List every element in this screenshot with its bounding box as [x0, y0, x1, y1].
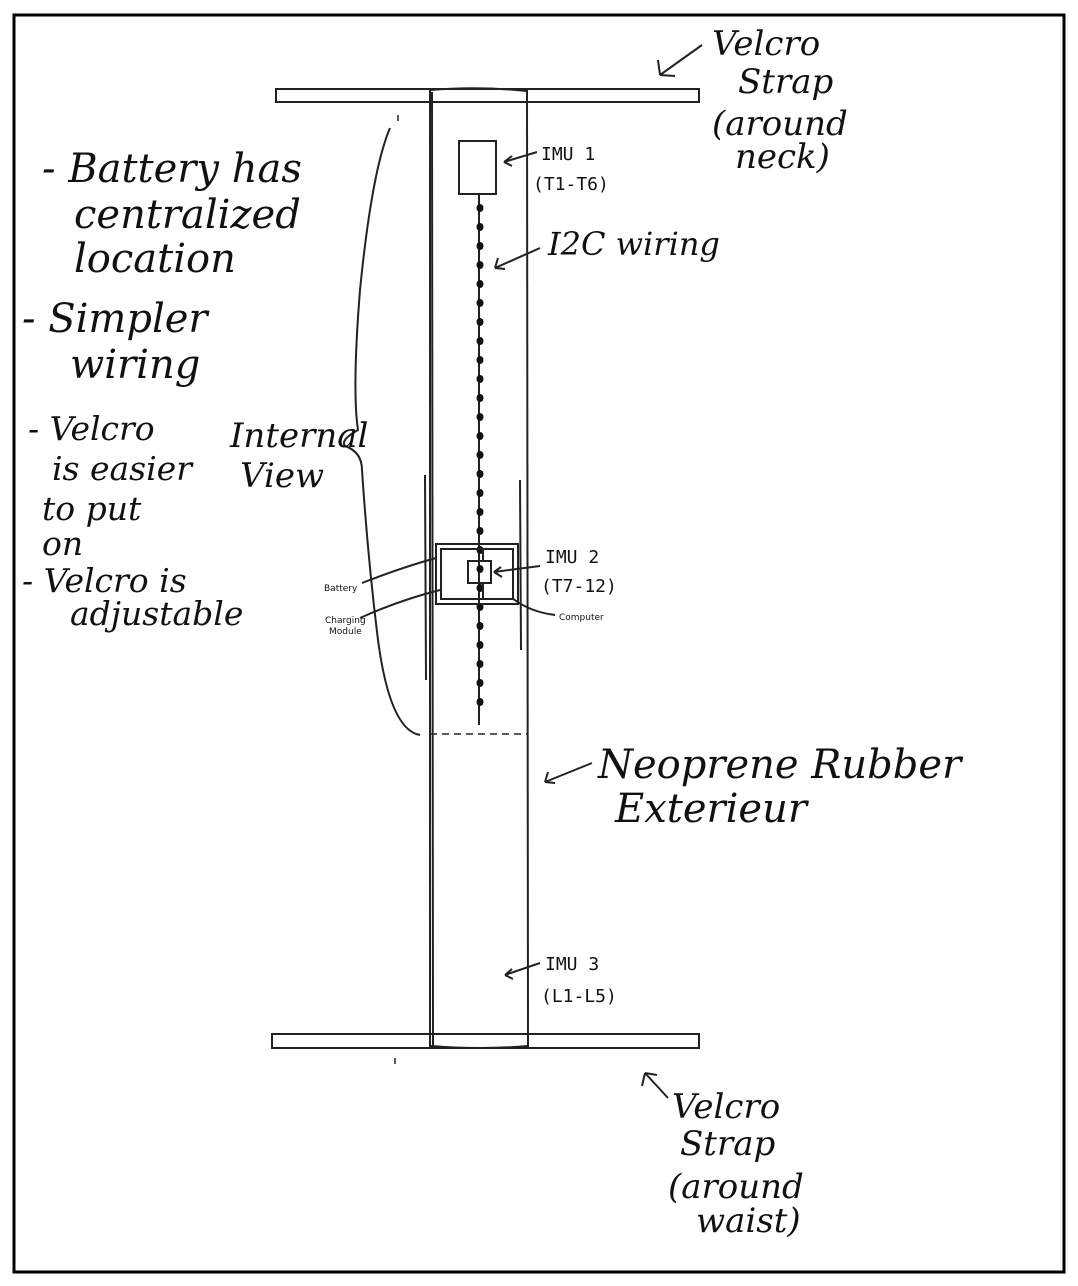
internal-view-line: View	[240, 456, 324, 496]
note-line: - Velcro is	[22, 561, 187, 600]
top-strap-line: (around	[712, 104, 848, 144]
wire-bead	[476, 432, 484, 440]
imu1-label: IMU 1 (T1-T6)	[533, 144, 609, 195]
imu1-line: IMU 1	[541, 144, 595, 165]
charging-line: Charging	[325, 616, 366, 626]
wire-bead	[476, 375, 484, 383]
note-line: adjustable	[70, 594, 243, 633]
bottom-strap-line: waist)	[696, 1201, 801, 1241]
imu3-arrow	[504, 962, 541, 980]
note-line: - Velcro	[28, 409, 155, 448]
wire-bead	[476, 565, 484, 573]
note-line: to put	[42, 489, 142, 528]
wire-bead	[476, 527, 484, 535]
neoprene-label: Neoprene Rubber Exterieur	[597, 742, 974, 832]
top-strap-label: Velcro Strap (around neck)	[712, 24, 859, 177]
imu2-label: IMU 2 (T7-12)	[541, 547, 617, 597]
imu1-line: (T1-T6)	[533, 174, 609, 195]
strap-top-arrow	[657, 44, 703, 77]
battery-label: Battery	[324, 584, 358, 594]
wire-bead	[476, 242, 484, 250]
top-strap-line: Strap	[738, 62, 833, 102]
bottom-strap-line: Velcro	[672, 1087, 780, 1127]
note-velcro-adjustable: - Velcro is adjustable	[22, 561, 243, 633]
bottom-strap-label: Velcro Strap (around waist)	[668, 1087, 815, 1241]
wire-bead	[476, 489, 484, 497]
wire-bead	[476, 660, 484, 668]
strap-bottom-arrow	[641, 1072, 669, 1099]
note-line: location	[74, 236, 236, 282]
wire-bead	[476, 299, 484, 307]
wire-bead	[476, 451, 484, 459]
wire-bead	[476, 508, 484, 516]
battery-arrow	[361, 557, 437, 584]
bottom-strap-line: (around	[668, 1167, 804, 1207]
imu3-line: IMU 3	[545, 954, 599, 975]
wire-bead	[476, 223, 484, 231]
top-strap-line: neck)	[735, 137, 830, 177]
wire-bead	[476, 337, 484, 345]
i2c-wiring-label: I2C wiring	[547, 225, 720, 263]
note-wiring: - Simpler wiring	[22, 296, 220, 388]
bottom-velcro-strap	[271, 1033, 700, 1049]
imu2-arrow	[493, 565, 541, 578]
imu2-housing	[435, 543, 519, 605]
callout-arrows	[359, 44, 703, 1099]
note-line: - Battery has	[42, 146, 302, 192]
charging-line: Module	[329, 627, 362, 637]
note-line: centralized	[74, 192, 301, 238]
wire-bead	[476, 356, 484, 364]
wire-bead	[476, 261, 484, 269]
imu1-arrow	[503, 151, 538, 167]
wire-bead	[476, 679, 484, 687]
imu1-box	[458, 140, 497, 195]
internal-view-line: Internal	[229, 416, 368, 456]
note-battery: - Battery has centralized location	[42, 146, 315, 282]
internal-view-label: Internal View	[229, 416, 379, 496]
note-velcro-easier: - Velcro is easier to put on	[28, 409, 202, 563]
neoprene-line: Neoprene Rubber	[597, 742, 964, 788]
wire-bead	[476, 622, 484, 630]
imu3-line: (L1-L5)	[541, 986, 617, 1007]
wire-bead	[476, 641, 484, 649]
wire-bead	[476, 413, 484, 421]
wire-bead	[476, 698, 484, 706]
wire-bead	[476, 204, 484, 212]
i2c-arrow	[494, 247, 541, 270]
note-line: is easier	[52, 449, 194, 488]
imu2-line: (T7-12)	[541, 576, 617, 597]
charging-module-label: Charging Module	[325, 616, 369, 637]
note-line: - Simpler	[22, 296, 210, 342]
neoprene-line: Exterieur	[614, 786, 810, 832]
wire-bead	[476, 584, 484, 592]
neoprene-arrow	[544, 762, 593, 784]
note-line: on	[42, 524, 83, 563]
computer-label: Computer	[559, 613, 604, 623]
charging-arrow	[359, 589, 441, 619]
page-frame	[12, 13, 1066, 1274]
note-line: wiring	[70, 342, 200, 388]
imu2-line: IMU 2	[545, 547, 599, 568]
internal-view-brace	[342, 127, 421, 736]
imu3-label: IMU 3 (L1-L5)	[541, 954, 617, 1007]
top-strap-line: Velcro	[712, 24, 820, 64]
wire-bead	[476, 318, 484, 326]
top-velcro-strap	[275, 88, 700, 103]
wire-bead	[476, 394, 484, 402]
bottom-strap-line: Strap	[680, 1124, 775, 1164]
computer-arrow	[511, 597, 556, 616]
wire-bead	[476, 280, 484, 288]
wire-bead	[476, 470, 484, 478]
